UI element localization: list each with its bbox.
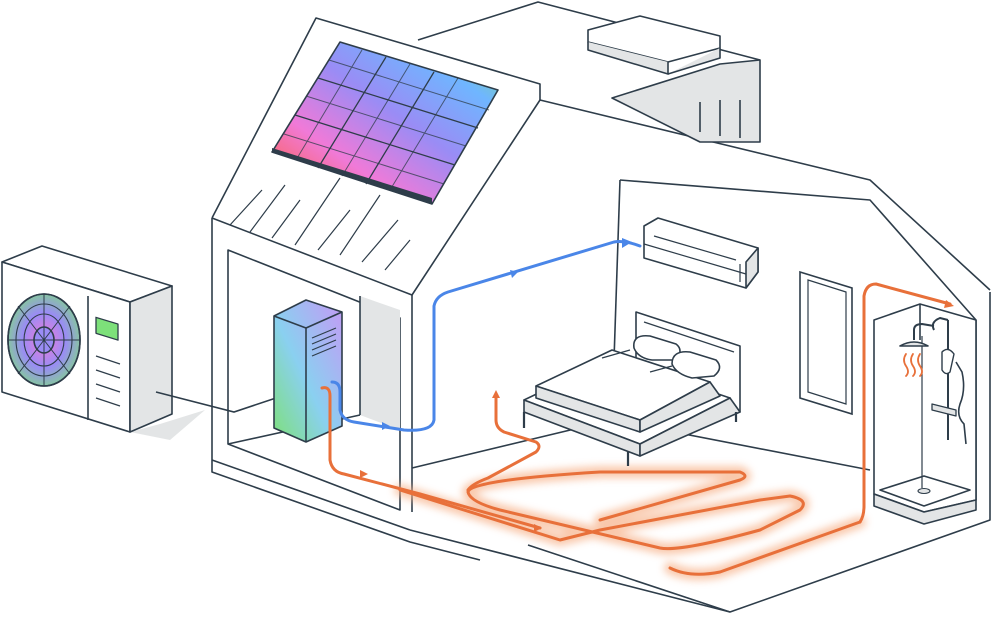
indoor-heat-pump-tank-icon bbox=[273, 299, 343, 443]
cooling-line bbox=[330, 238, 642, 432]
heat-pump-outdoor-unit-icon bbox=[1, 245, 205, 440]
rooftop-unit bbox=[611, 59, 761, 143]
bed-icon bbox=[522, 311, 741, 466]
solar-panel-icon bbox=[271, 41, 499, 205]
window-icon bbox=[799, 270, 853, 416]
heat-supply-line bbox=[320, 386, 542, 532]
floor-heating-loop bbox=[394, 466, 866, 581]
hot-water-line bbox=[858, 282, 954, 524]
steam-icon bbox=[903, 353, 923, 377]
refrigerant-line bbox=[155, 391, 289, 413]
fan-icon bbox=[7, 293, 81, 387]
shower-icon bbox=[873, 303, 977, 525]
roof-vent-icon bbox=[587, 15, 721, 75]
wall-ac-unit-icon bbox=[643, 217, 759, 289]
